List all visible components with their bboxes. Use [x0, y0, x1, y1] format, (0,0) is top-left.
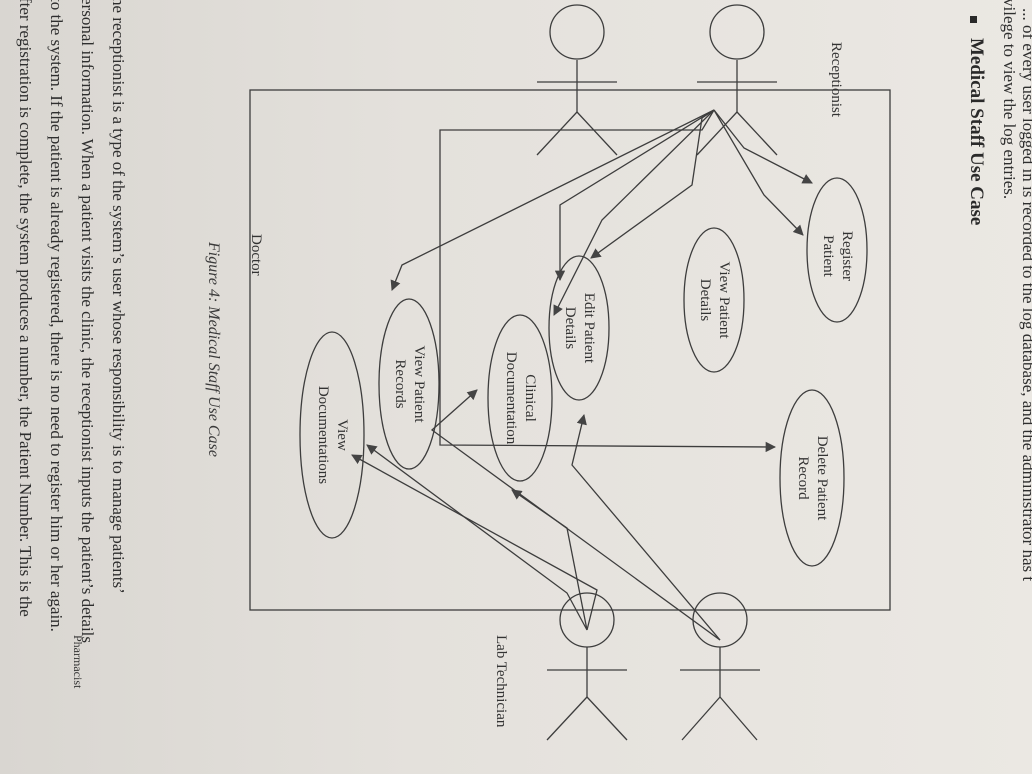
- pharmacist-label: Pharmacist: [71, 635, 85, 689]
- doctor-actor: [536, 4, 618, 156]
- delete-patient-record-label-2: Record: [795, 456, 811, 500]
- body-line-1: he receptionist is a type of the system’…: [109, 0, 128, 594]
- lab-technician-actor: [680, 592, 760, 741]
- body-line-2: ersonal information. When a patient visi…: [78, 0, 97, 643]
- view-patient-details-label-1: View Patient: [716, 262, 732, 340]
- lab-technician-label: Lab Technician: [493, 635, 509, 728]
- doctor-label: Doctor: [248, 234, 264, 276]
- register-patient-label-2: Patient: [820, 235, 836, 277]
- clinical-documentation-label-1: Clinical: [522, 374, 538, 422]
- view-patient-records-ellipse: [378, 298, 440, 470]
- view-documentations-label-2: Documentations: [315, 386, 331, 484]
- view-patient-details-label-2: Details: [697, 279, 713, 322]
- register-patient-label-1: Register: [839, 231, 855, 281]
- receptionist-actor: [696, 4, 778, 156]
- delete-patient-record-ellipse: [779, 389, 845, 567]
- clinical-documentation-label-2: Documentation: [503, 352, 519, 445]
- clinical-documentation-ellipse: [487, 314, 553, 482]
- edit-patient-details-ellipse: [548, 255, 610, 401]
- pharmacist-actor: [546, 592, 628, 741]
- register-patient-ellipse: [806, 177, 868, 323]
- edit-patient-details-label-2: Details: [562, 307, 578, 350]
- view-patient-details-ellipse: [683, 227, 745, 373]
- figure-caption: Figure 4: Medical Staff Use Case: [205, 242, 222, 457]
- view-documentations-ellipse: [299, 331, 365, 539]
- body-line-4: fter registration is complete, the syste…: [16, 0, 35, 617]
- body-line-3: to the system. If the patient is already…: [47, 0, 66, 632]
- receptionist-label: Receptionist: [828, 42, 844, 118]
- delete-patient-record-label-1: Delete Patient: [814, 436, 830, 521]
- system-boundary: [249, 89, 891, 611]
- view-patient-records-label-2: Records: [392, 359, 408, 408]
- view-documentations-label-1: View: [334, 419, 350, 451]
- edit-patient-details-label-1: Edit Patient: [581, 293, 597, 364]
- view-patient-records-label-1: View Patient: [411, 346, 427, 424]
